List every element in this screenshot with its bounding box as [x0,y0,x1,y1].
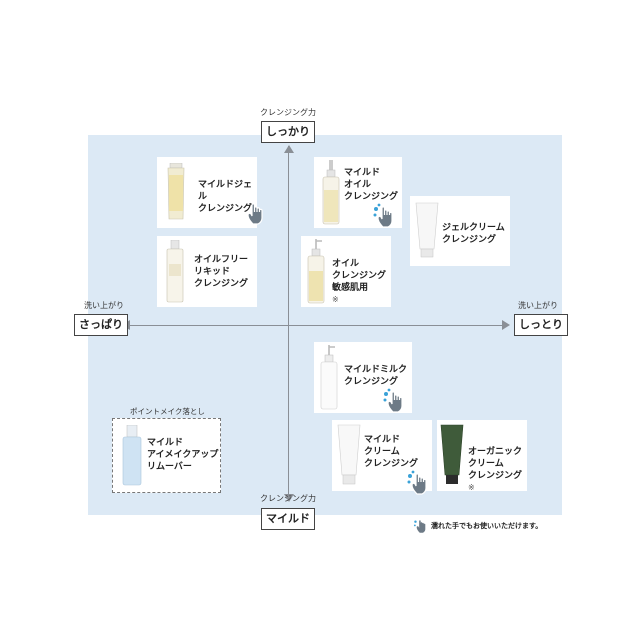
bottom-axis-caption: クレンジング力 [260,494,316,503]
left-axis-label: さっぱり [74,314,128,336]
product-card-mild-gel[interactable]: マイルドジェル クレンジング [157,157,257,228]
product-label: オイルフリー リキッド クレンジング [194,255,249,289]
product-card-organic-cream[interactable]: オーガニック クリーム クレンジング ※ [437,420,527,492]
product-label: ジェルクリーム クレンジング [442,223,505,245]
oil-bottle-icon [322,160,340,225]
liquid-bottle-icon [166,240,184,303]
product-card-mild-cream[interactable]: マイルド クリーム クレンジング [332,420,432,491]
left-axis-caption: 洗い上がり [84,301,124,310]
note-mark: ※ [332,295,339,304]
wet-hand-icon [373,203,393,228]
pump-bottle-icon [307,239,325,304]
bottom-axis-label: マイルド [261,508,315,530]
horizontal-axis-line [126,325,502,326]
product-label: マイルド クリーム クレンジング [364,435,419,469]
cream-tube-icon [415,202,439,258]
product-label: マイルド オイル クレンジング [344,168,399,202]
product-label: マイルドミルク クレンジング [344,365,408,387]
organic-tube-icon [440,424,464,484]
top-axis-caption: クレンジング力 [260,108,316,117]
gel-tube-icon [167,163,185,220]
remover-bottle-icon [122,425,142,486]
top-axis-label: しっかり [261,121,315,143]
product-card-mild-oil[interactable]: マイルド オイル クレンジング [314,157,402,228]
wet-hand-icon [407,470,427,495]
wet-hand-icon [383,388,403,413]
vertical-axis-line [288,146,289,498]
product-label: オーガニック クリーム クレンジング ※ [468,447,523,492]
wet-hand-icon [413,520,426,533]
wet-hand-icon [247,203,263,225]
point-makeup-title: ポイントメイク落とし [130,407,205,416]
arrow-up-icon [284,145,294,153]
note-mark: ※ [468,483,475,492]
product-card-oil-free-liquid[interactable]: オイルフリー リキッド クレンジング [157,236,257,307]
arrow-down-icon [284,494,294,502]
product-label: マイルド アイメイクアップ リムーバー [147,438,219,472]
product-label: オイル クレンジング 敏感肌用 ※ [332,259,387,304]
right-axis-caption: 洗い上がり [518,301,558,310]
cream-tube-icon [337,424,361,485]
milk-bottle-icon [320,345,338,410]
right-axis-label: しっとり [514,314,568,336]
product-label: マイルドジェル クレンジング [198,180,253,214]
legend-text: 濡れた手でもお使いいただけます。 [431,522,543,530]
product-card-gel-cream[interactable]: ジェルクリーム クレンジング [410,196,510,266]
product-card-eye-makeup-remover[interactable]: マイルド アイメイクアップ リムーバー [112,418,221,493]
arrow-right-icon [502,320,510,330]
product-card-oil-sensitive[interactable]: オイル クレンジング 敏感肌用 ※ [301,236,391,307]
